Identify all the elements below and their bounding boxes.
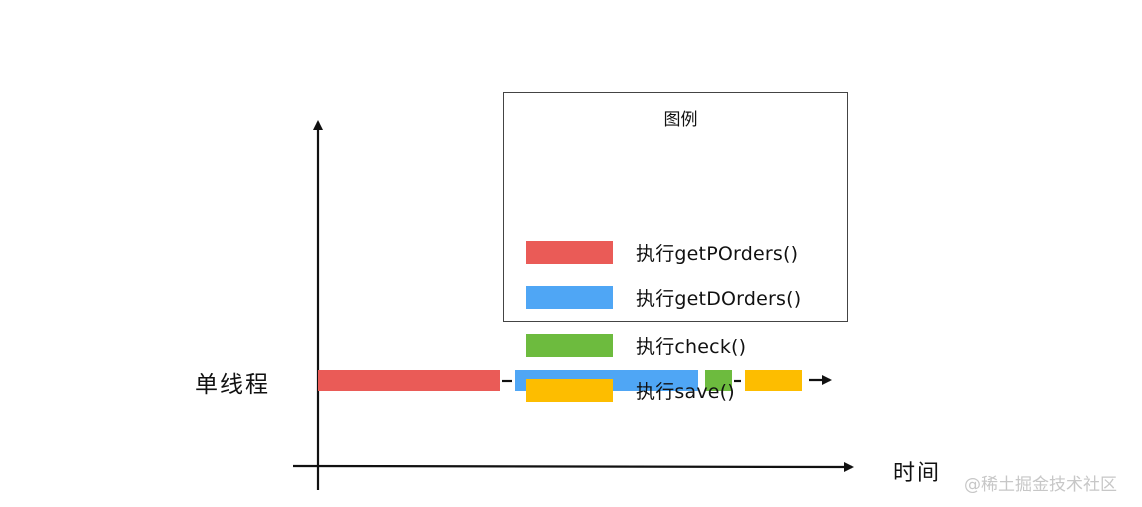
- legend-item-getporders: 执行getPOrders(): [526, 240, 799, 265]
- legend-title: 图例: [663, 110, 698, 130]
- legend-swatch: [526, 333, 613, 357]
- legend-label: 执行getPOrders(): [636, 242, 799, 265]
- legend-swatch: [526, 378, 613, 402]
- legend-swatch: [526, 240, 613, 264]
- segment-save: [745, 370, 802, 391]
- legend-label: 执行save(): [636, 380, 735, 403]
- legend: 图例 执行getPOrders() 执行getDOrders() 执行check…: [503, 92, 848, 403]
- segment-check: [705, 370, 732, 391]
- segment-getporders: [318, 370, 500, 391]
- legend-item-getdorders: 执行getDOrders(): [526, 285, 802, 310]
- legend-item-check: 执行check(): [526, 333, 747, 358]
- row-label: 单线程: [195, 372, 270, 398]
- x-axis: [292, 461, 854, 472]
- legend-swatch: [526, 285, 613, 309]
- legend-item-save: 执行save(): [526, 378, 735, 403]
- legend-label: 执行check(): [636, 335, 747, 358]
- watermark: @稀土掘金技术社区: [964, 475, 1117, 495]
- x-axis-label: 时间: [893, 461, 942, 486]
- legend-label: 执行getDOrders(): [636, 287, 802, 310]
